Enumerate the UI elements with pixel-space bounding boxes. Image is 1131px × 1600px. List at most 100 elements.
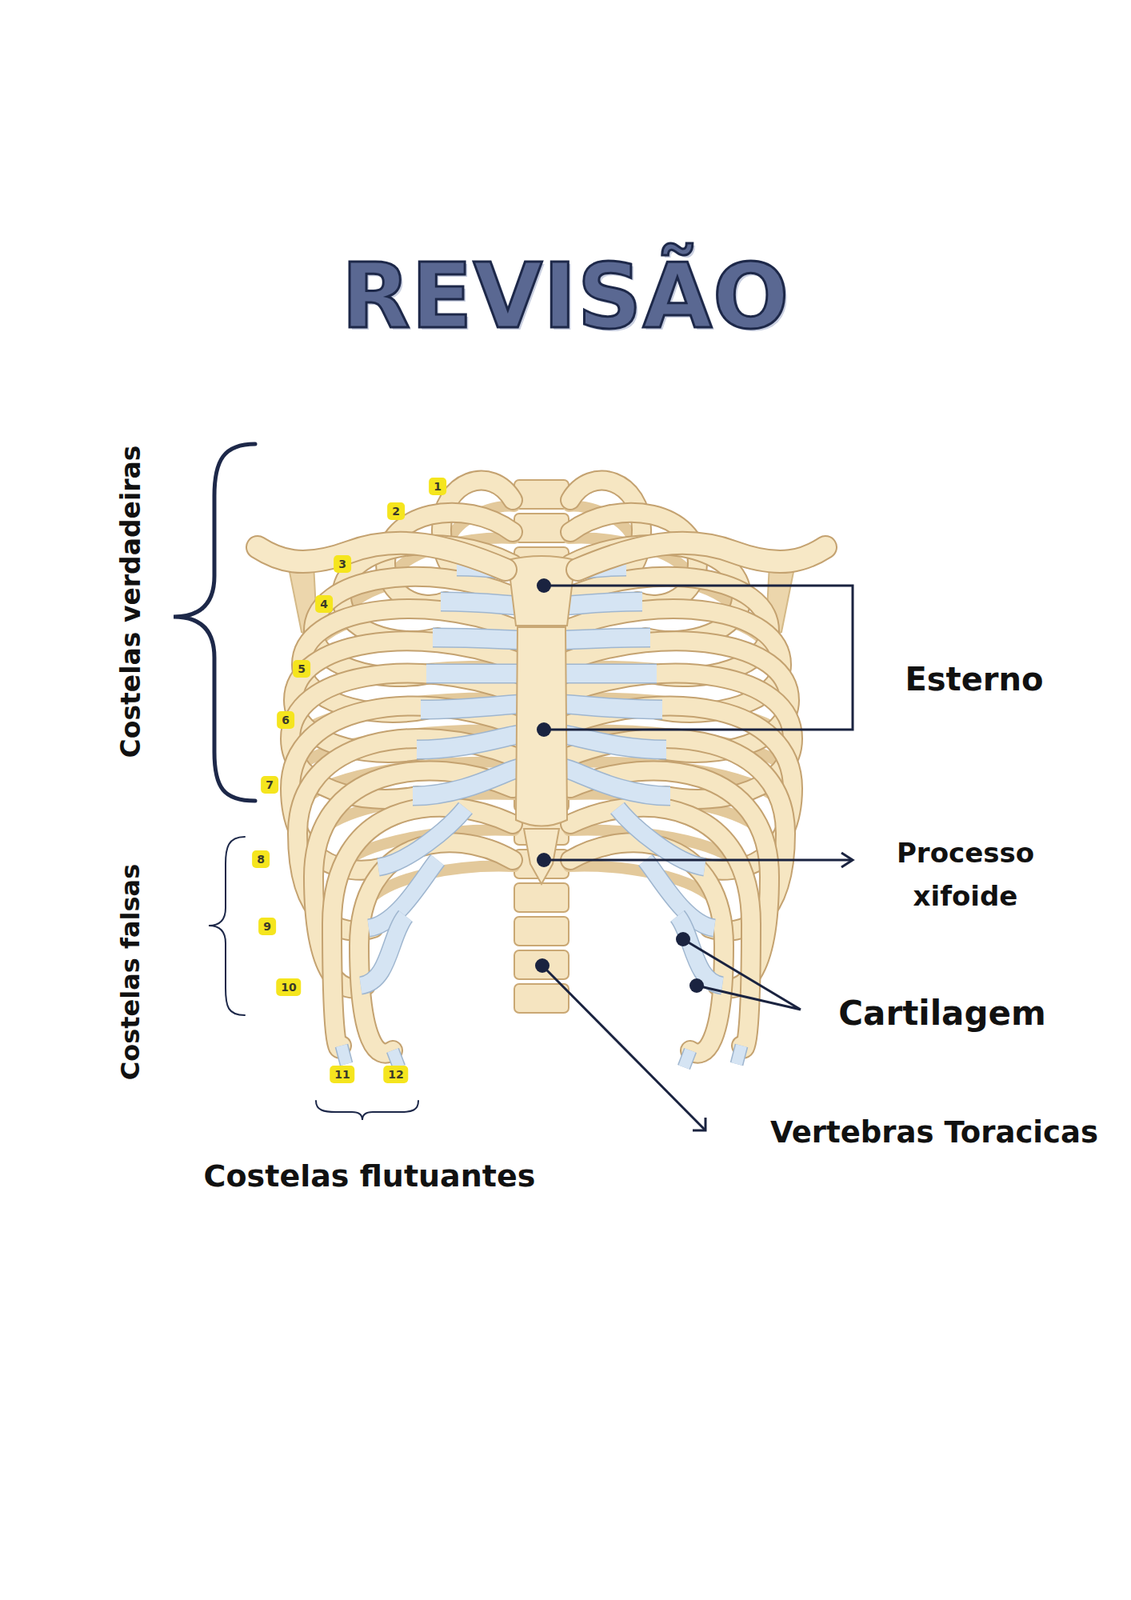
callout-number: 9: [258, 917, 276, 936]
part-label: Esterno: [904, 660, 1044, 698]
costal-cartilage: [416, 734, 521, 750]
xiphoid-leader: [543, 859, 852, 862]
costal-cartilage: [341, 1045, 347, 1064]
leader-dot: [536, 852, 552, 868]
part-label: Processo xifoide: [877, 831, 1054, 918]
sternum-leader: [543, 585, 853, 730]
floating-ribs-brace: [315, 1100, 419, 1120]
cartilage-outline: [562, 601, 643, 606]
vertebra: [514, 513, 569, 543]
cartilage-fill: [420, 703, 521, 710]
group-label: Costelas flutuantes: [203, 1158, 536, 1194]
cartilage-fill: [432, 637, 521, 640]
arrow-head: [692, 1117, 706, 1131]
cartilage-fill: [562, 703, 663, 710]
cartilage-fill: [562, 664, 657, 683]
cartilage-fill: [392, 1050, 400, 1068]
true-ribs-brace: [173, 443, 256, 801]
cartilage-outline: [420, 703, 521, 710]
costal-cartilage: [360, 915, 406, 986]
leader-lines: [535, 578, 853, 1131]
cartilage-fill: [677, 915, 723, 986]
vertebra: [514, 883, 569, 912]
callout-number: 6: [276, 711, 295, 729]
sternum: [523, 828, 560, 884]
group-label: Costelas verdadeiras: [115, 445, 147, 759]
cartilage-outline: [440, 601, 521, 606]
cartilage-outline: [432, 637, 521, 640]
brackets: [173, 443, 419, 1120]
page-title: REVISÃO: [0, 239, 1131, 352]
leader-dot: [675, 931, 691, 947]
part-label: Cartilagem: [838, 993, 1046, 1033]
vertebra: [514, 916, 569, 946]
cartilage-outline: [392, 1050, 400, 1068]
thorax-bones: [257, 479, 826, 1068]
cartilage-outline: [360, 915, 406, 986]
cartilage-fill: [617, 807, 705, 868]
costal-cartilage: [617, 807, 705, 868]
cartilage-fill: [426, 664, 521, 683]
costal-cartilage: [683, 1050, 691, 1068]
cartilage-outline: [412, 767, 521, 796]
costal-cartilage: [562, 673, 657, 675]
sternum: [507, 555, 576, 626]
callout-number: 2: [387, 502, 405, 520]
cartilage-outline: [341, 1045, 347, 1064]
cartilage-fill: [341, 1045, 347, 1064]
callout-number: 8: [251, 850, 270, 868]
cartilage-fill: [736, 1045, 742, 1064]
false-ribs-brace: [208, 836, 245, 1016]
callout-number: 12: [383, 1065, 408, 1084]
clavicle: [577, 543, 826, 570]
callout-number: 7: [260, 775, 279, 794]
cartilage-outline: [562, 663, 657, 684]
cartilage-fill: [378, 807, 466, 868]
costal-cartilage: [432, 637, 521, 640]
costal-cartilage: [420, 703, 521, 710]
cartilage-fill: [562, 601, 643, 606]
cartilage-outline: [562, 734, 667, 750]
costal-cartilage: [677, 915, 723, 986]
costal-cartilage: [378, 807, 466, 868]
group-label: Costelas falsas: [115, 863, 146, 1080]
cartilage-fill: [416, 734, 521, 750]
cartilage-outline: [617, 807, 705, 868]
cartilage-outline: [562, 637, 651, 640]
leader-dot: [689, 978, 704, 993]
costal-cartilage: [562, 767, 671, 796]
cartilage-fill: [360, 915, 406, 986]
cartilage-outline: [416, 734, 521, 750]
callout-number: 1: [428, 477, 447, 496]
cartilage-fill: [562, 767, 671, 796]
cartilage-fill: [440, 601, 521, 606]
cartilage-fill: [562, 734, 667, 750]
callout-number: 3: [333, 555, 352, 573]
leader-dot: [536, 722, 552, 737]
part-label: Vertebras Toracicas: [770, 1115, 1099, 1150]
costal-cartilage: [426, 673, 521, 675]
vertebra: [514, 983, 569, 1013]
cartilage-outline: [562, 767, 671, 796]
arrow-head: [841, 852, 853, 868]
sternum: [515, 627, 568, 827]
callout-number: 11: [329, 1065, 355, 1084]
costal-cartilage: [562, 637, 651, 640]
callout-number: 4: [315, 595, 333, 613]
cartilage-outline: [378, 807, 466, 868]
clavicle: [257, 543, 506, 570]
callout-number: 5: [292, 659, 311, 678]
callout-number: 10: [275, 978, 301, 996]
leader-dot: [536, 578, 552, 593]
cartilage-fill: [683, 1050, 691, 1068]
vertebra: [514, 479, 569, 509]
clavicle-outline: [577, 543, 826, 570]
cartilage-outline: [426, 663, 521, 684]
clavicle-outline: [257, 543, 506, 570]
cartilage-fill: [412, 767, 521, 796]
vertebra-leader: [542, 965, 706, 1131]
cartilage-leader: [683, 939, 801, 1010]
costal-cartilage: [440, 601, 521, 606]
